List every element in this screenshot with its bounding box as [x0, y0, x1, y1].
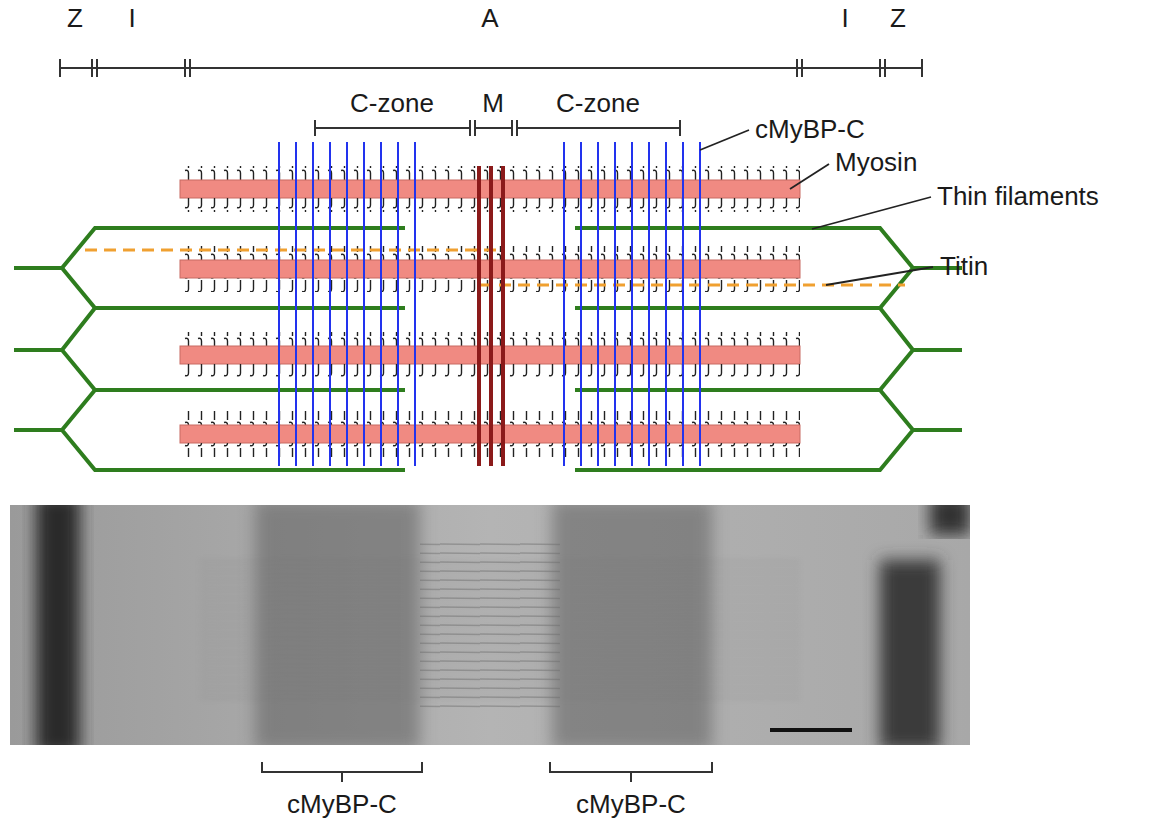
band-letter: Z — [67, 3, 83, 33]
electron-micrograph — [10, 505, 970, 745]
titin — [85, 250, 905, 285]
band-letter: Z — [890, 3, 906, 33]
micrograph-label: cMyBP-C — [287, 789, 397, 819]
leader-line — [700, 130, 933, 285]
bottom-bracket — [262, 762, 712, 782]
thin-filament — [14, 228, 962, 470]
part-label: cMyBP-C — [755, 114, 865, 144]
band-scale — [60, 59, 922, 77]
zone-bracket — [315, 120, 680, 136]
zone-label: C-zone — [556, 88, 640, 118]
part-label: Thin filaments — [937, 181, 1099, 211]
zone-label: M — [482, 88, 504, 118]
zone-label: C-zone — [350, 88, 434, 118]
micrograph-label: cMyBP-C — [576, 789, 686, 819]
m-line — [479, 166, 503, 466]
cmybpc-stripe — [279, 142, 700, 466]
band-letter: I — [841, 3, 848, 33]
band-letter: A — [481, 3, 498, 33]
band-letter: I — [128, 3, 135, 33]
part-label: Myosin — [835, 147, 917, 177]
part-label: Titin — [940, 251, 988, 281]
